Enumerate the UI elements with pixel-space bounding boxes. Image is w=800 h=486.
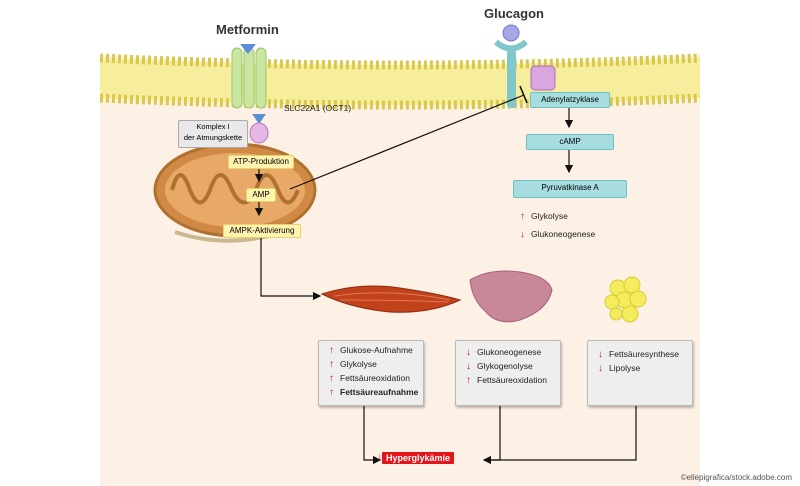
glucagon-title: Glucagon (484, 6, 544, 21)
effect-glycolysis: ↑ Glykolyse (520, 211, 568, 222)
up-arrow-icon: ↑ (329, 373, 334, 384)
ampk-activation-box: AMPK-Aktivierung (223, 224, 301, 238)
fat-to-hyper-arrow (484, 405, 637, 461)
amp-box: AMP (246, 188, 276, 202)
panel-line: ↑ Fettsäureoxidation (329, 373, 410, 384)
complex-i-label-line2: der Atmungskette (183, 133, 243, 142)
cell-membrane (99, 53, 701, 110)
metformin-title: Metformin (216, 22, 279, 37)
down-arrow-icon: ↓ (466, 347, 471, 358)
muscle-to-hyper-arrow (363, 405, 382, 465)
up-arrow-icon: ↑ (466, 375, 471, 386)
down-arrow-icon: ↓ (377, 452, 382, 463)
panel-text: Glukose-Aufnahme (340, 345, 413, 355)
complex-i-box: Komplex I der Atmungskette (178, 120, 248, 148)
panel-line: ↑ Glukose-Aufnahme (329, 345, 413, 356)
effect-gluconeogenesis: ↓ Glukoneogenese (520, 229, 595, 240)
panel-text: Fettsäureoxidation (340, 373, 410, 383)
hyperglycemia-label: Hyperglykämie (382, 452, 455, 464)
atp-production-box: ATP-Produktion (228, 155, 294, 169)
glucagon-receptor (494, 24, 528, 108)
g-protein (530, 65, 556, 91)
panel-line: ↓ Fettsäuresynthese (598, 349, 679, 360)
liver-icon (469, 270, 553, 323)
panel-line: ↑ Glykolyse (329, 359, 377, 370)
extracellular-space (100, 0, 700, 65)
down-arrow-icon: ↓ (598, 363, 603, 374)
panel-text: Lipolyse (609, 363, 641, 373)
up-arrow-icon: ↑ (329, 345, 334, 356)
down-arrow-icon: ↓ (598, 349, 603, 360)
panel-text: Fettsäureoxidation (477, 375, 547, 385)
panel-text: Fettsäureaufnahme (340, 387, 419, 397)
panel-line: ↓ Lipolyse (598, 363, 640, 374)
panel-line: ↑ Fettsäureoxidation (466, 375, 547, 386)
adenylate-cyclase-box: Adenylatzyklase (530, 92, 610, 108)
down-arrow-icon: ↓ (520, 229, 525, 240)
up-arrow-icon: ↑ (329, 387, 334, 398)
fat-effects-panel: ↓ Fettsäuresynthese ↓ Lipolyse (587, 340, 693, 406)
transporter-label: SLC22A1 (OCT1) (284, 103, 352, 113)
panel-text: Glukoneogenese (477, 347, 542, 357)
muscle-icon (320, 285, 462, 313)
panel-text: Glykolyse (340, 359, 377, 369)
down-arrow-icon: ↓ (466, 361, 471, 372)
liver-effects-panel: ↓ Glukoneogenese ↓ Glykogenolyse ↑ Fettsäur… (455, 340, 561, 406)
metformin-molecule-icon (240, 44, 256, 54)
panel-text: Fettsäuresynthese (609, 349, 679, 359)
effect-text: Glykolyse (531, 211, 568, 221)
panel-line: ↑ Fettsäureaufnahme (329, 387, 418, 398)
pyruvate-kinase-box: Pyruvatkinase A (513, 180, 627, 198)
up-arrow-icon: ↑ (329, 359, 334, 370)
complex-i-label-line1: Komplex I (196, 122, 230, 131)
ampk-to-muscle-arrow (260, 237, 322, 301)
panel-line: ↓ Glukoneogenese (466, 347, 541, 358)
muscle-effects-panel: ↑ Glukose-Aufnahme ↑ Glykolyse ↑ Fettsäureo… (318, 340, 424, 406)
up-arrow-icon: ↑ (520, 211, 525, 222)
amp-inhibition-line (289, 94, 525, 190)
camp-box: cAMP (526, 134, 614, 150)
image-credit: ©ellepigrafica/stock.adobe.com (680, 473, 792, 482)
effect-text: Glukoneogenese (531, 229, 596, 239)
panel-text: Glykogenolyse (477, 361, 533, 371)
complex-i-icon (252, 114, 266, 124)
fat-tissue-icon (604, 276, 647, 323)
hyperglycemia-node: ↓Hyperglykämie↓ (377, 452, 455, 464)
oct1-transporter (231, 47, 267, 109)
panel-line: ↓ Glykogenolyse (466, 361, 533, 372)
